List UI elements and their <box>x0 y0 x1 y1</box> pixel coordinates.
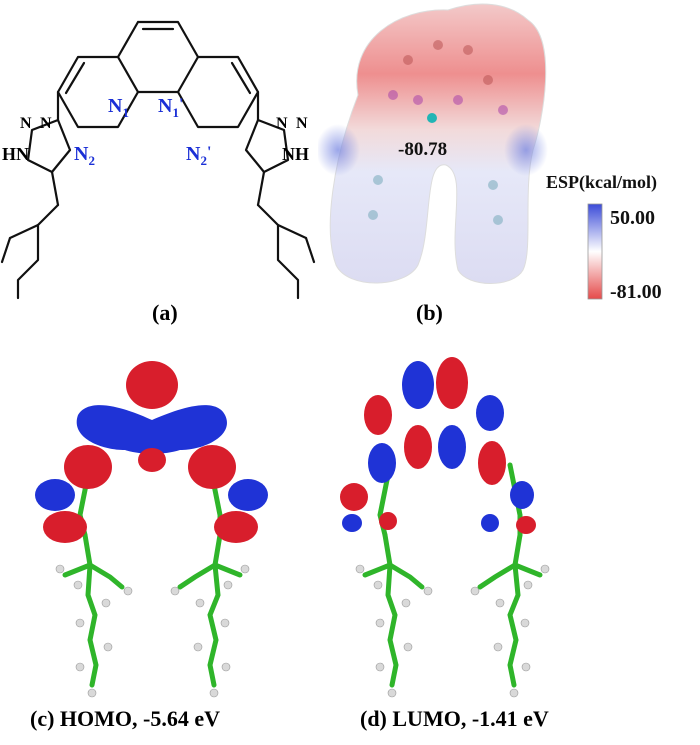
atom-label-n1-prime: N1' <box>158 95 183 120</box>
atom-label-n1: N1 <box>108 95 129 120</box>
caption-d: (d) LUMO, -1.41 eV <box>360 706 549 731</box>
lumo-left-chain <box>362 532 425 688</box>
atom-label-left-n-mid: N <box>40 115 52 132</box>
caption-c: (c) HOMO, -5.64 eV <box>30 706 220 731</box>
caption-a: (a) <box>152 300 178 325</box>
esp-scale-max: 50.00 <box>610 207 655 229</box>
chemical-structure-drawing: N1 N1' N2 N2' N N HN N N NH <box>0 20 316 300</box>
panel-a-structure: N1 N1' N2 N2' N N HN N N NH <box>0 0 330 300</box>
atom-label-left-hn: HN <box>2 144 29 164</box>
panel-c-homo <box>30 355 280 700</box>
panel-d-lumo <box>330 355 580 700</box>
phenanthroline-core <box>56 20 260 129</box>
lumo-orbital-drawing <box>340 357 550 698</box>
esp-scale-min: -81.00 <box>610 281 662 300</box>
esp-scale-title: ESP(kcal/mol) <box>546 172 657 193</box>
homo-orbital-drawing <box>35 361 268 698</box>
lumo-hydrogens <box>355 564 550 698</box>
esp-color-scale-bar <box>587 203 603 300</box>
lumo-lobes <box>340 357 536 534</box>
atom-label-left-n-top: N <box>20 115 32 132</box>
homo-lobes <box>35 361 268 543</box>
esp-minimum-value: -80.78 <box>398 139 447 160</box>
homo-hydrogens <box>55 564 250 698</box>
right-triazole <box>244 90 316 300</box>
atom-label-right-nh: NH <box>282 144 309 164</box>
esp-atoms <box>368 40 508 225</box>
esp-surface <box>329 3 547 284</box>
panel-b-esp-map: -80.78 ESP(kcal/mol) 50.00 -81.00 <box>316 0 700 303</box>
lumo-right-chain <box>477 532 543 688</box>
caption-b: (b) <box>416 300 443 325</box>
esp-minimum-marker <box>427 113 437 123</box>
atom-label-n2-prime: N2' <box>186 143 211 168</box>
homo-left-chain <box>62 532 125 688</box>
homo-right-chain <box>177 532 243 688</box>
atom-label-n2: N2 <box>74 143 95 168</box>
atom-label-right-n-top: N <box>276 115 288 132</box>
left-triazole <box>0 90 72 300</box>
esp-surface-drawing: -80.78 ESP(kcal/mol) 50.00 -81.00 <box>316 3 662 303</box>
atom-label-right-n-mid: N <box>296 115 308 132</box>
